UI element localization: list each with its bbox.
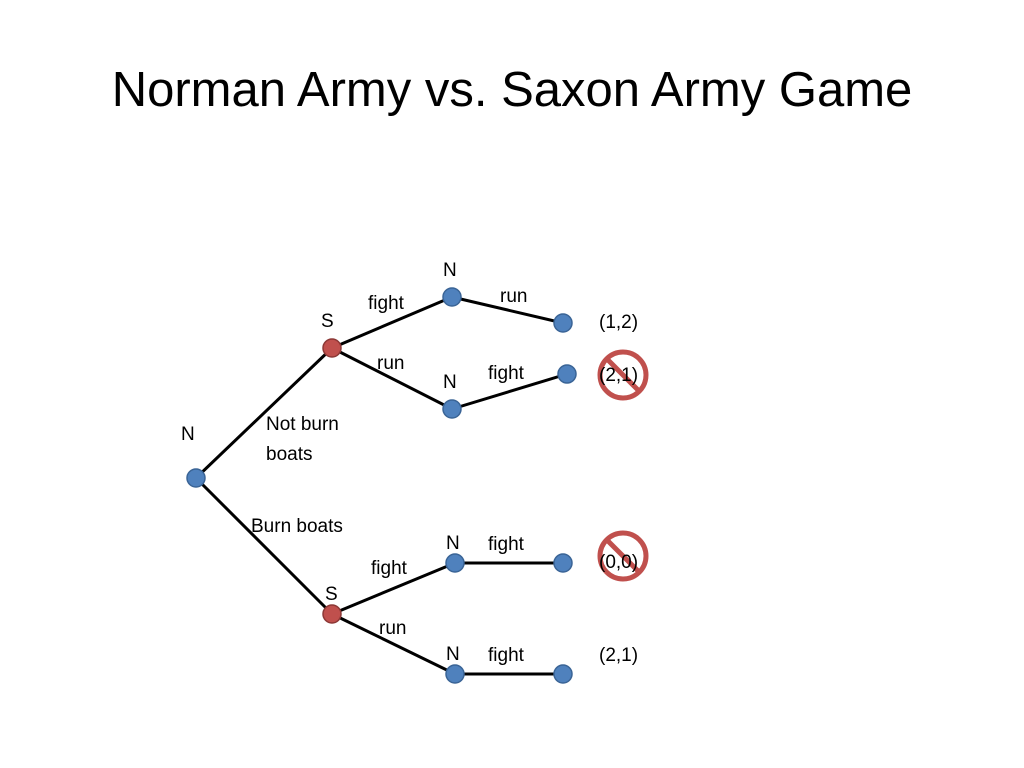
player-label-norman-1: N [443,260,457,281]
edge-root-burn [194,476,334,616]
node-norman-2 [442,399,462,419]
action-label-burn: Burn boats [251,516,343,537]
payoff-3: (0,0) [599,552,638,573]
no-sign-lower [597,530,649,582]
leaf-4 [553,664,573,684]
action-label-s2-run: run [379,618,406,639]
leaf-1 [553,313,573,333]
player-label-saxon-1: S [321,311,334,332]
node-saxon-burn [322,604,342,624]
edge-root-not-burn [194,346,334,480]
node-norman-4 [445,664,465,684]
action-label-s2-fight: fight [371,558,408,579]
player-label-norman-2: N [443,372,457,393]
action-label-n4-fight: fight [488,645,525,666]
action-label-s1-fight: fight [368,293,405,314]
node-saxon-not-burn [322,338,342,358]
action-label-n2-fight: fight [488,363,525,384]
edge-s1-run [331,346,453,411]
slide-title: Norman Army vs. Saxon Army Game [111,63,913,117]
action-label-n3-fight: fight [488,534,525,555]
no-sign-upper [597,349,649,401]
leaf-2 [557,364,577,384]
payoff-4: (2,1) [599,645,638,666]
action-label-not-burn-line1: Not burn [266,414,339,435]
action-label-n1-run: run [500,286,527,307]
edge-n1-run [451,295,564,325]
edge-s2-fight [331,561,456,616]
node-root-norman [186,468,206,488]
node-norman-1 [442,287,462,307]
payoff-1: (1,2) [599,312,638,333]
edge-s2-run [331,612,456,676]
leaf-3 [553,553,573,573]
player-label-norman-4: N [446,644,460,665]
action-label-s1-run: run [377,353,404,374]
action-label-not-burn-line2: boats [266,444,312,465]
player-label-saxon-2: S [325,584,338,605]
edge-s1-fight [331,295,453,350]
player-label-root: N [181,424,195,445]
payoff-2: (2,1) [599,365,638,386]
player-label-norman-3: N [446,533,460,554]
node-norman-3 [445,553,465,573]
tree-nodes [186,287,577,684]
edge-n2-fight [451,372,568,411]
tree-edges [194,295,568,676]
